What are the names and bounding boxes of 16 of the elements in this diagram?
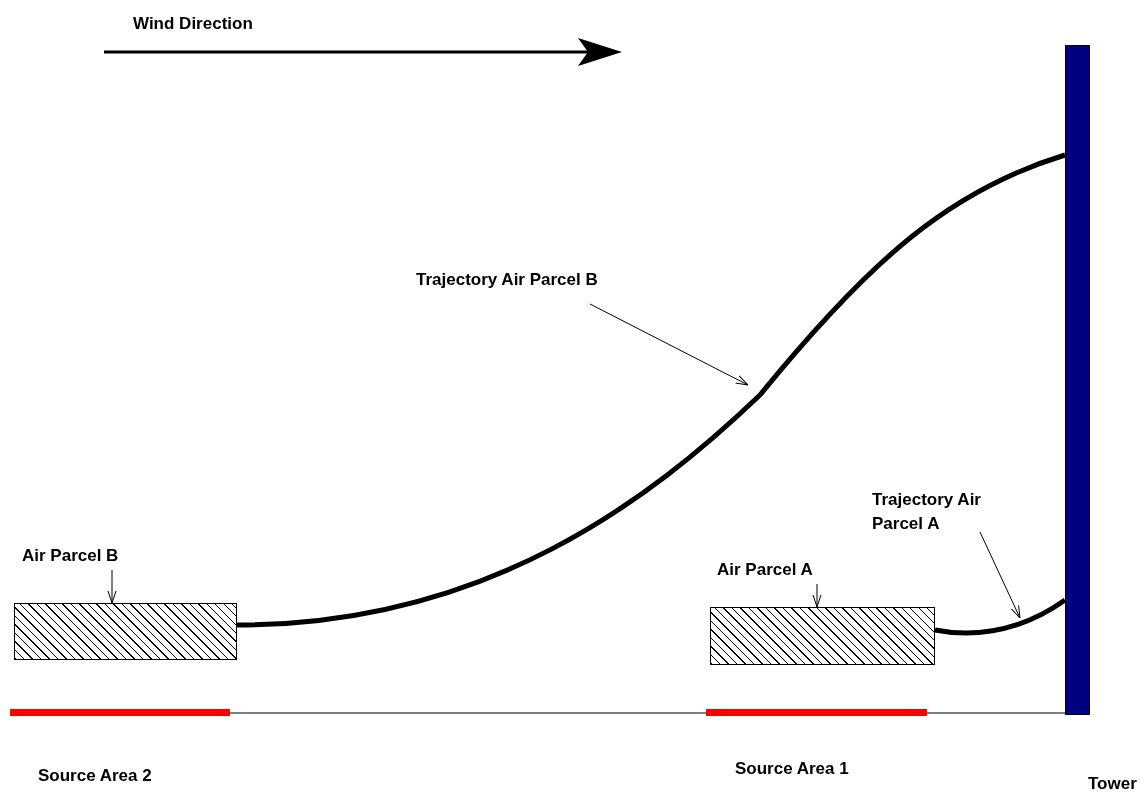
part-label: Air Parcel A <box>717 558 877 584</box>
leader-line <box>979 531 1021 619</box>
source-area-label: Source Area 1 <box>735 758 849 780</box>
leader-line <box>107 569 117 604</box>
part-label: Air Parcel B <box>22 544 182 570</box>
trajectory-curve <box>934 597 1067 636</box>
air-parcel-box <box>710 607 935 665</box>
trajectory-curve <box>236 152 1066 628</box>
tower-label: Tower <box>1088 773 1137 793</box>
part-label: Trajectory Air Parcel A <box>872 488 1012 536</box>
leader-line <box>589 303 749 386</box>
air-parcel-box <box>14 603 237 660</box>
part-label: Trajectory Air Parcel B <box>416 268 716 294</box>
direction-label: Wind Direction <box>133 13 253 35</box>
leader-line <box>812 583 822 608</box>
source-area-label: Source Area 2 <box>38 765 152 787</box>
